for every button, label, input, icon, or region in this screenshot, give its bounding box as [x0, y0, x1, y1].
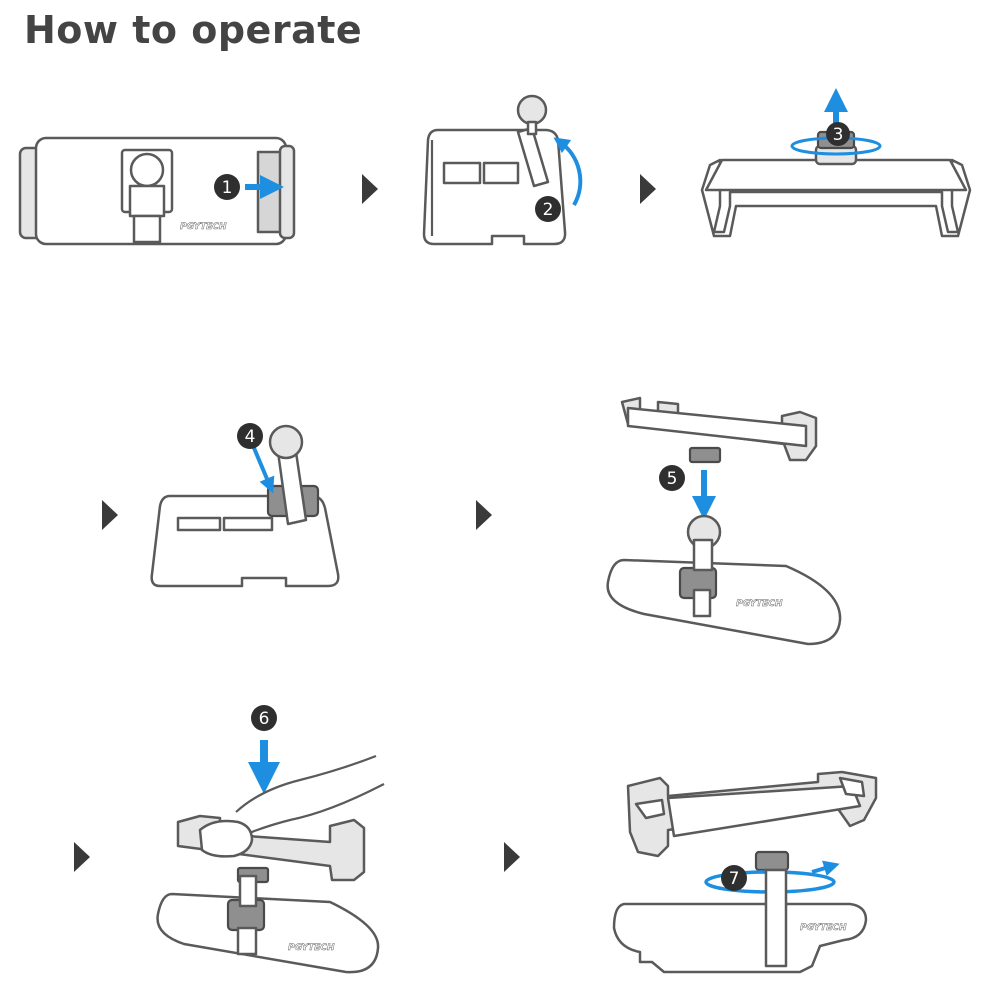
brand-mark-5: PGYTECH [736, 599, 783, 609]
svg-text:6: 6 [259, 709, 270, 729]
panel-step-6: 6 PGYTECH [156, 705, 385, 974]
insert-arrow-icon [252, 447, 275, 494]
next-step-arrow-icon [74, 842, 90, 872]
step-badge-1: 1 [214, 174, 240, 200]
svg-text:2: 2 [543, 200, 554, 220]
next-step-arrow-icon [362, 174, 378, 204]
brand-mark-6: PGYTECH [288, 943, 335, 953]
step-badge-4: 4 [237, 423, 263, 449]
next-step-arrow-icon [640, 174, 656, 204]
next-step-arrow-icon [102, 500, 118, 530]
step-badge-2: 2 [535, 196, 561, 222]
next-step-arrow-icon [504, 842, 520, 872]
svg-text:3: 3 [833, 125, 844, 145]
panel-step-3: 3 [700, 88, 972, 238]
svg-text:7: 7 [729, 869, 740, 889]
panel-step-4: 4 [150, 423, 340, 588]
rotate-up-arrow-icon [553, 137, 583, 206]
svg-text:4: 4 [245, 427, 256, 447]
next-step-arrow-icon [476, 500, 492, 530]
svg-text:1: 1 [222, 178, 233, 198]
brand-mark-1: PGYTECH [180, 222, 227, 232]
step-badge-3: 3 [826, 122, 850, 146]
panel-step-7: 7 PGYTECH [612, 770, 878, 974]
step-badge-5: 5 [659, 465, 685, 491]
page-title: How to operate [24, 8, 363, 52]
panel-step-5: 5 PGYTECH [606, 396, 842, 646]
tighten-rotate-icon [811, 860, 840, 876]
panel-step-2: 2 [422, 94, 583, 246]
step-badge-6: 6 [251, 705, 277, 731]
panel-step-1: PGYTECH 1 [18, 136, 296, 246]
step-badge-7: 7 [721, 865, 747, 891]
svg-text:5: 5 [667, 469, 678, 489]
brand-mark-7: PGYTECH [800, 923, 847, 933]
